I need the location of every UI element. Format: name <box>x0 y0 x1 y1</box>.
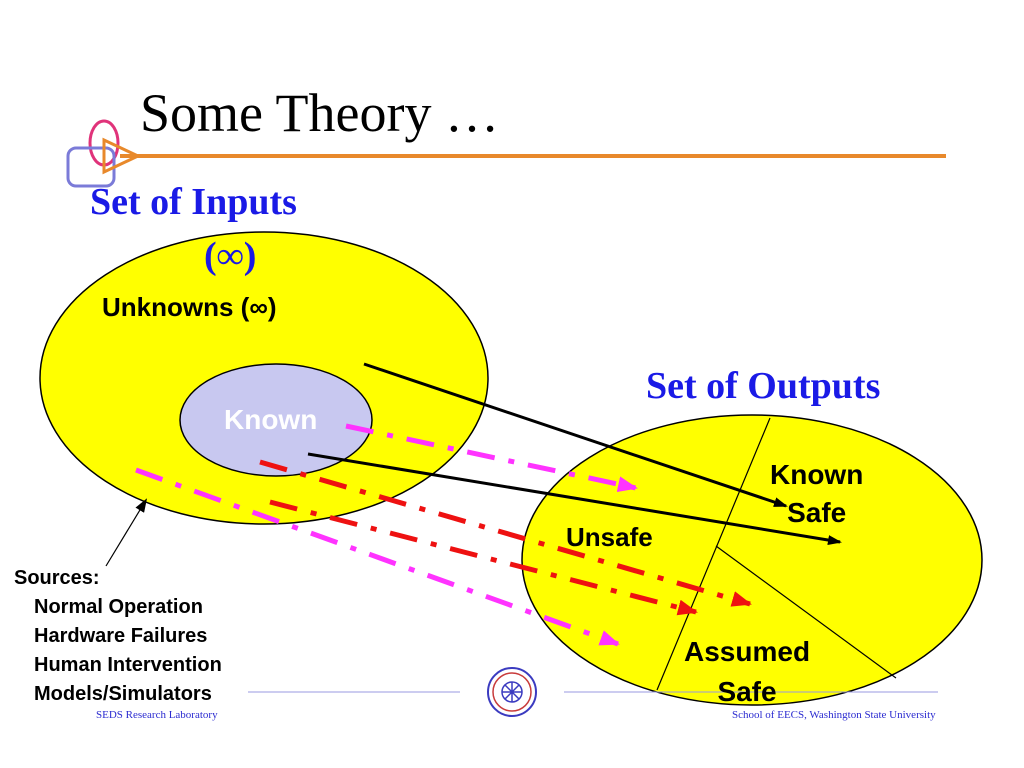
source-item: Human Intervention <box>34 654 222 676</box>
source-item: Normal Operation <box>34 596 203 618</box>
known-safe-line2: Safe <box>787 497 847 528</box>
sources-heading: Sources: <box>14 567 100 589</box>
source-item: Models/Simulators <box>34 683 212 705</box>
assumed-safe-line2: Safe <box>717 676 777 707</box>
output-divider-vertical <box>656 417 771 691</box>
inputs-set-infinity: (∞) <box>204 235 257 277</box>
unknowns-label: Unknowns (∞) <box>102 292 277 322</box>
university-seal-icon <box>487 667 537 717</box>
known-subset-ellipse <box>179 363 373 477</box>
footer-left-text: SEDS Research Laboratory <box>96 709 218 721</box>
arrow-sources-to-assumed-safe <box>135 467 620 647</box>
sources-pointer <box>105 498 148 567</box>
assumed-safe-label: Assumed Safe <box>684 632 810 712</box>
known-label: Known <box>224 404 318 435</box>
footer-right-text: School of EECS, Washington State Univers… <box>732 709 936 721</box>
slide-title: Some Theory … <box>140 83 499 143</box>
arrow-to-assumed-safe-upper <box>259 459 752 607</box>
arrow-known-to-known-safe <box>307 452 842 545</box>
arrow-to-assumed-safe-lower <box>269 499 698 616</box>
sources-list: Sources: Normal Operation Hardware Failu… <box>14 564 222 709</box>
output-divider-diagonal <box>715 545 897 679</box>
unsafe-label: Unsafe <box>566 522 653 552</box>
assumed-safe-line1: Assumed <box>684 636 811 667</box>
known-safe-label: Known Safe <box>770 456 863 532</box>
arrow-known-to-unsafe <box>345 423 638 493</box>
inputs-set-title: Set of Inputs <box>90 181 297 223</box>
outputs-set-title: Set of Outputs <box>646 365 881 407</box>
known-safe-line1: Known <box>770 459 864 490</box>
source-item: Hardware Failures <box>34 625 208 647</box>
title-decoration <box>66 119 946 188</box>
arrow-unknown-to-known-safe <box>363 362 788 508</box>
